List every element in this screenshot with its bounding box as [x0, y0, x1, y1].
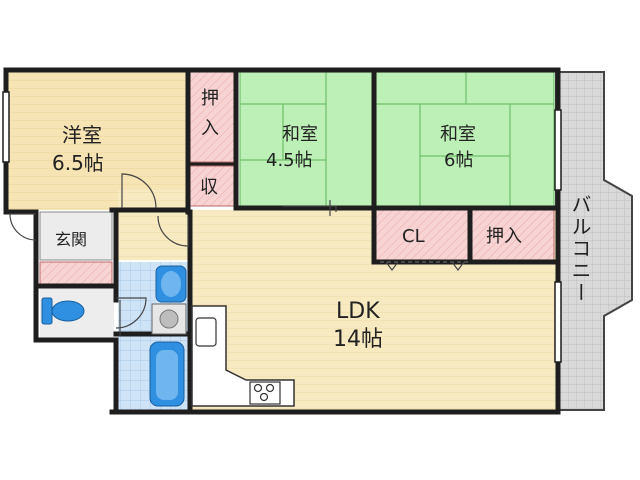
- ldk-size: 14帖: [333, 327, 383, 352]
- oshiire-1-label: 押: [201, 88, 219, 109]
- balcony-label: バルコニー: [568, 194, 592, 304]
- japanese-room-2-name: 和室: [440, 124, 476, 145]
- western-room-name: 洋室: [62, 123, 102, 147]
- balcony: [555, 71, 633, 411]
- japanese-room-1-size: 4.5帖: [266, 150, 313, 171]
- japanese-room-1-tatami: [239, 71, 375, 209]
- entrance-label: 玄関: [55, 230, 87, 249]
- japanese-room-1-name: 和室: [282, 124, 318, 145]
- sink-icon: [195, 317, 217, 347]
- washing-machine-icon: [151, 303, 187, 335]
- western-room-floor: [8, 72, 190, 210]
- oshiire-1-label-2: 入: [201, 118, 219, 139]
- shu-label: 収: [200, 177, 218, 198]
- entrance-floor: [39, 211, 113, 261]
- hall-floor: [118, 190, 190, 260]
- closet-label: CL: [402, 226, 425, 247]
- oshiire-2-label: 押入: [486, 226, 522, 247]
- western-room-size: 6.5帖: [52, 151, 104, 175]
- bathtub-icon: [149, 341, 185, 407]
- washbasin-icon: [155, 265, 187, 303]
- kitchen-counter: [191, 305, 295, 407]
- stove-icon: [249, 381, 281, 405]
- doors: [9, 173, 470, 336]
- windows: [2, 91, 562, 363]
- japanese-room-2-tatami: [375, 71, 555, 209]
- ldk-name: LDK: [336, 299, 380, 324]
- toilet-icon: [41, 297, 85, 325]
- japanese-room-2-size: 6帖: [444, 150, 473, 171]
- walls: [3, 67, 561, 415]
